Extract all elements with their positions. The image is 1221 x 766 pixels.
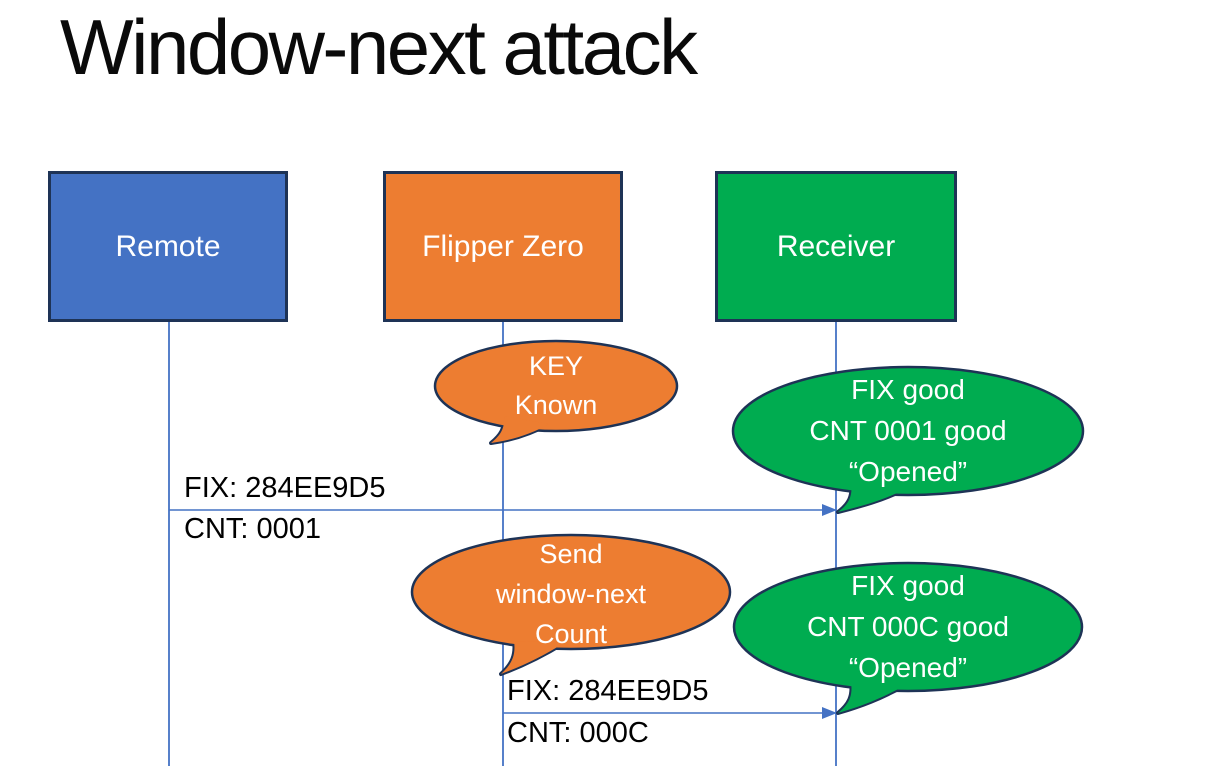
actor-box-flipper-zero: Flipper Zero — [383, 171, 623, 322]
callout-opened-1-text: FIX good CNT 0001 good “Opened” — [733, 369, 1083, 492]
message-2-fix-label: FIX: 284EE9D5 — [507, 675, 709, 707]
callout-line: CNT 000C good — [807, 611, 1009, 642]
callout-ellipse — [732, 561, 1084, 693]
callout-tail-fill — [491, 416, 549, 443]
callout-line: CNT 0001 good — [809, 415, 1007, 446]
message-1-fix-label: FIX: 284EE9D5 — [184, 472, 386, 504]
actor-box-receiver: Receiver — [715, 171, 957, 322]
callout-opened-1-shape — [731, 365, 1085, 514]
callout-tail-fill — [838, 482, 906, 512]
callout-line: Send — [539, 539, 603, 569]
callout-send-window-next-shape — [410, 533, 732, 676]
callout-line: window-next — [495, 579, 647, 609]
callout-line: FIX good — [851, 374, 965, 405]
callout-line: “Opened” — [848, 456, 968, 487]
callout-tail-fill — [838, 682, 904, 713]
callout-line: Count — [534, 619, 608, 649]
actor-box-remote: Remote — [48, 171, 288, 322]
callout-key-known-shape — [433, 339, 679, 445]
arrowhead-icon-2 — [822, 707, 837, 719]
callout-line: “Opened” — [848, 652, 968, 683]
callout-opened-2-text: FIX good CNT 000C good “Opened” — [733, 565, 1083, 688]
page-title: Window-next attack — [60, 3, 698, 91]
callout-opened-2-shape — [732, 561, 1084, 715]
callout-ellipse — [433, 339, 679, 433]
callout-tail-fill — [501, 641, 564, 674]
callout-line: FIX good — [851, 570, 965, 601]
callout-ellipse — [410, 533, 732, 651]
message-1-cnt-label: CNT: 0001 — [184, 513, 322, 545]
callout-ellipse — [731, 365, 1085, 497]
message-2-cnt-label: CNT: 000C — [507, 717, 649, 749]
callout-line: Known — [514, 390, 598, 420]
callout-key-known-text: KEY Known — [436, 347, 676, 425]
callout-send-window-next-text: Send window-next Count — [412, 534, 730, 654]
actor-label: Flipper Zero — [422, 229, 584, 263]
actor-label: Receiver — [776, 229, 896, 263]
actor-label: Remote — [115, 229, 221, 263]
callout-line: KEY — [528, 351, 584, 381]
arrowhead-icon-1 — [822, 504, 837, 516]
